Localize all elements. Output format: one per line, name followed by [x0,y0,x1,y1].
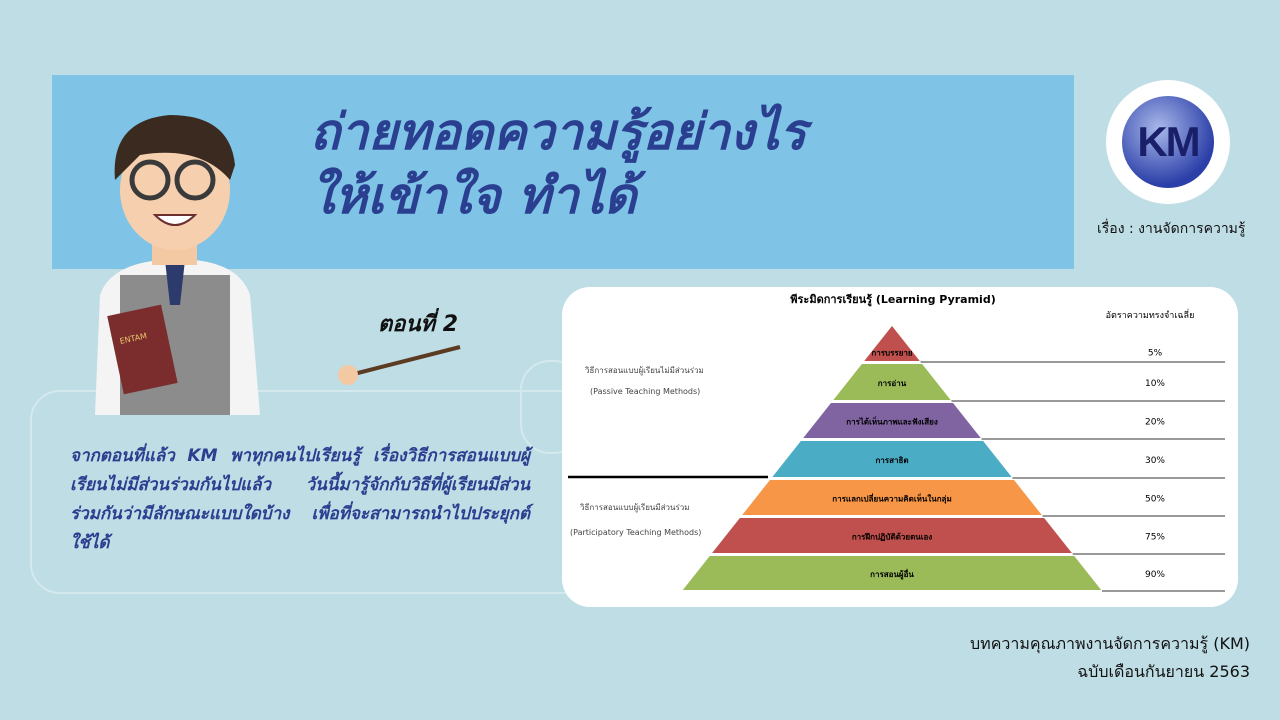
pyramid-level [833,364,951,400]
pyramid-level [803,403,981,438]
logo-text: KM [1122,96,1214,188]
passive-label-th: วิธีการสอนแบบผู้เรียนไม่มีส่วนร่วม [584,366,703,376]
retention-rate: 20% [1145,418,1165,428]
retention-rate: 75% [1145,533,1165,543]
pyramid-level-label: การได้เห็นภาพและฟังเสียง [846,416,938,427]
pyramid-level [772,441,1012,477]
pyramid-level-label: การบรรยาย [871,349,912,358]
passive-label-en: (Passive Teaching Methods) [590,387,700,396]
pyramid-level [864,326,920,361]
pyramid-level-label: การฝึกปฏิบัติด้วยตนเอง [852,532,932,542]
description-text: จากตอนที่แล้ว KM พาทุกคนไปเรียนรู้ เรื่อ… [70,446,530,553]
footer: บทความคุณภาพงานจัดการความรู้ (KM) ฉบับเดื… [970,630,1250,686]
episode-label: ตอนที่ 2 [378,312,459,337]
retention-rate: 30% [1145,456,1165,466]
retention-rate: 10% [1145,379,1165,389]
footer-line-1: บทความคุณภาพงานจัดการความรู้ (KM) [970,634,1250,653]
teacher-illustration: ENTAM [95,115,461,415]
footer-line-2: ฉบับเดือนกันยายน 2563 [1077,662,1250,681]
rate-header: อัตราความทรงจำเฉลี่ย [1106,308,1195,321]
km-logo: KM [1106,80,1230,204]
retention-rate: 5% [1148,349,1163,359]
pyramid-level [742,480,1042,515]
title-line-1: ถ่ายทอดความรู้อย่างไร [310,103,807,161]
participatory-label-th: วิธีการสอนแบบผู้เรียนมีส่วนร่วม [579,503,689,513]
participatory-label-en: (Participatory Teaching Methods) [570,528,701,537]
pyramid-title: พีระมิดการเรียนรู้ (Learning Pyramid) [790,293,995,307]
pyramid-level-label: การสอนผู้อื่น [870,568,914,580]
page-title: ถ่ายทอดความรู้อย่างไรให้เข้าใจ ทำได้ [310,100,806,228]
pyramid-level [682,556,1102,590]
subject-label: เรื่อง : งานจัดการความรู้ [1097,221,1246,237]
title-line-2: ให้เข้าใจ ทำได้ [310,167,637,225]
pyramid-level [712,518,1072,553]
pyramid-level-label: การสาธิต [875,456,908,465]
pyramid-level-label: การอ่าน [878,379,907,388]
retention-rate: 50% [1145,495,1165,505]
retention-rate: 90% [1145,570,1165,580]
pyramid-level-label: การแลกเปลี่ยนความคิดเห็นในกลุ่ม [832,493,951,505]
